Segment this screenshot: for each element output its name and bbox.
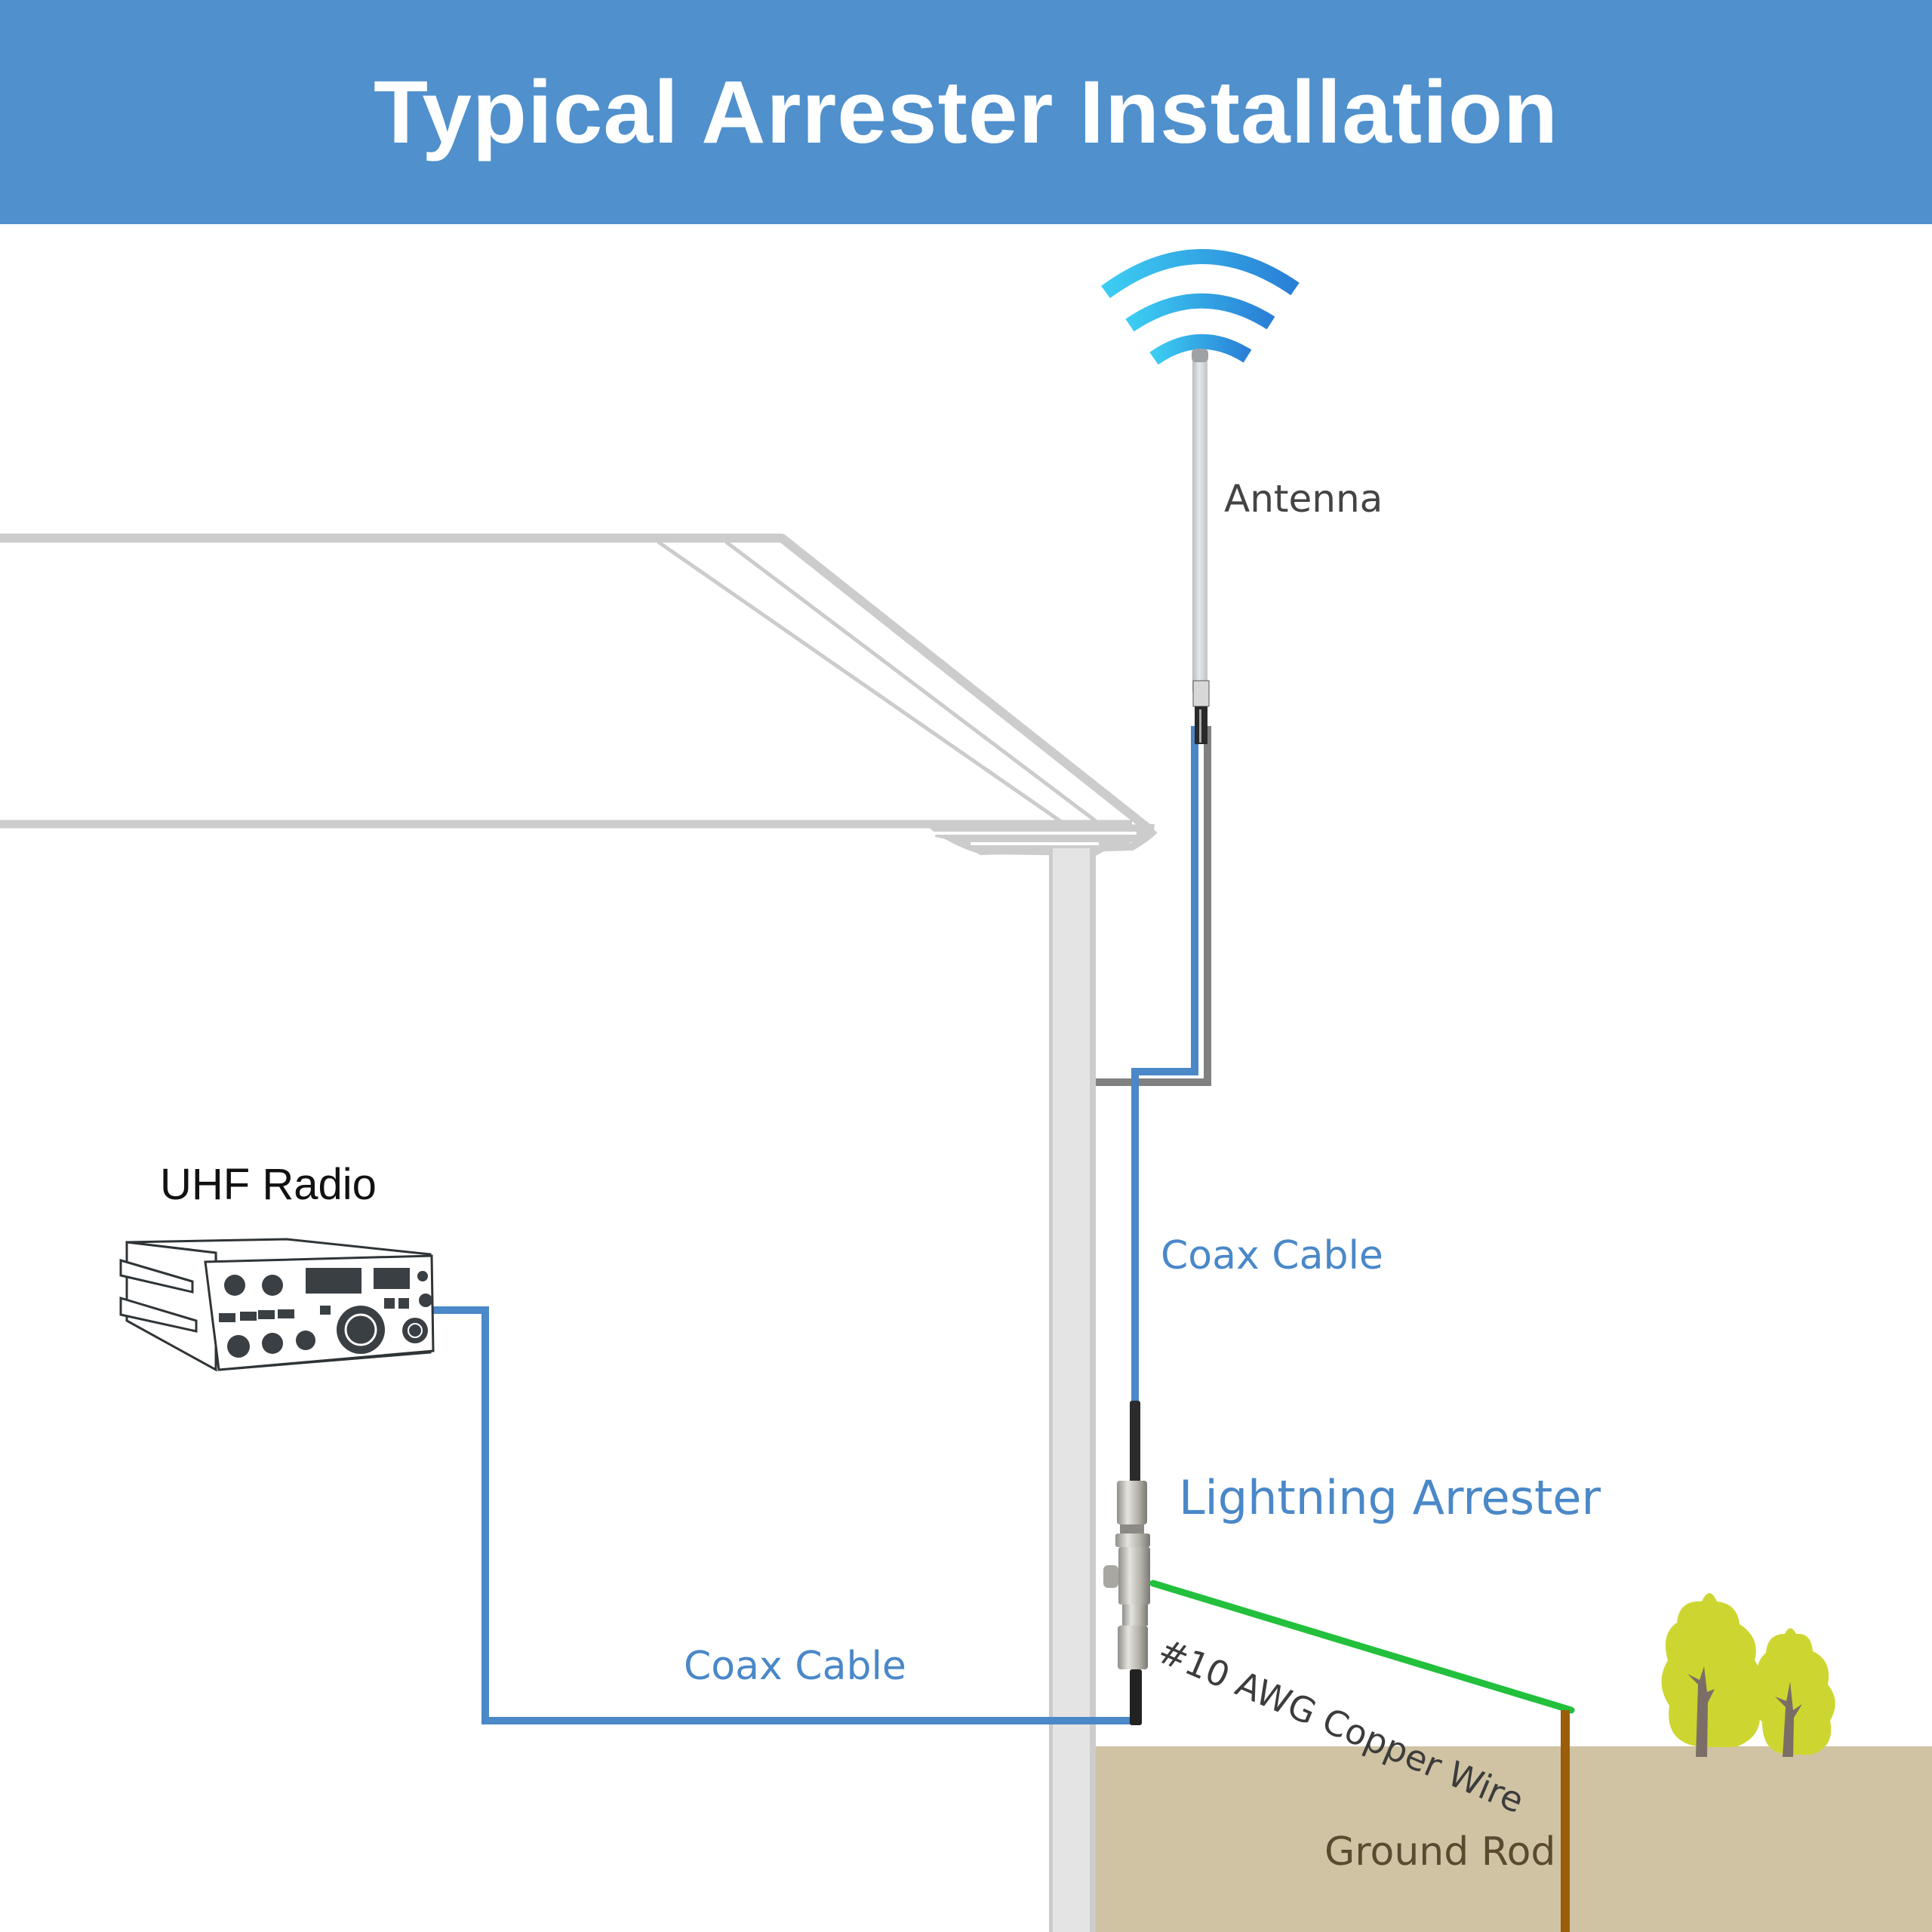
wifi-signal-icon	[1101, 249, 1300, 365]
ground-copper-wire	[1149, 1580, 1575, 1714]
radio-transceiver-icon	[119, 1238, 435, 1372]
house-roof	[0, 534, 1158, 855]
ground-rod	[1561, 1710, 1570, 1932]
uhf-radio-label: UHF Radio	[160, 1160, 377, 1209]
lightning-arrester-label: Lightning Arrester	[1179, 1470, 1601, 1525]
coax-cable-upper-label: Coax Cable	[1161, 1233, 1383, 1278]
page-title: Typical Arrester Installation	[373, 62, 1559, 162]
house-wall	[1049, 848, 1096, 1932]
antenna-mast	[1096, 726, 1211, 1086]
lightning-arrester-icon	[1103, 1401, 1150, 1725]
house-eave	[925, 824, 1155, 856]
antenna-label: Antenna	[1224, 477, 1383, 521]
ground-rod-label: Ground Rod	[1324, 1829, 1556, 1875]
tree-icon	[1661, 1593, 1835, 1757]
antenna-icon	[1192, 349, 1210, 744]
coax-cable-upper	[1131, 726, 1198, 1404]
coax-cable-lower	[429, 1306, 1132, 1724]
ground-soil	[1096, 1746, 1932, 1932]
header-banner: Typical Arrester Installation	[0, 0, 1932, 224]
coax-cable-lower-label: Coax Cable	[684, 1644, 906, 1689]
